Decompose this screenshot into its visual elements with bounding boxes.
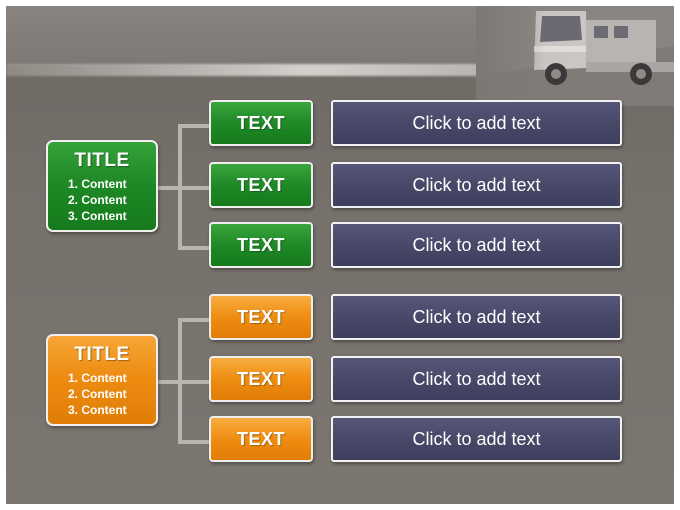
connector-line: [178, 186, 210, 190]
title-label: TITLE: [74, 150, 130, 171]
placeholder-textbox-6[interactable]: Click to add text: [331, 416, 622, 462]
content-list: 1. Content 2. Content 3. Content: [48, 176, 156, 224]
content-list: 1. Content 2. Content 3. Content: [48, 370, 156, 418]
content-item: 2. Content: [68, 387, 127, 401]
content-item: 1. Content: [68, 177, 127, 191]
content-item: 3. Content: [68, 403, 127, 417]
connector-line: [178, 318, 210, 322]
text-box-green-2[interactable]: TEXT: [209, 162, 313, 208]
title-box-green[interactable]: TITLE 1. Content 2. Content 3. Content: [46, 140, 158, 232]
text-box-green-3[interactable]: TEXT: [209, 222, 313, 268]
placeholder-textbox-3[interactable]: Click to add text: [331, 222, 622, 268]
connector-line: [178, 440, 210, 444]
placeholder-textbox-2[interactable]: Click to add text: [331, 162, 622, 208]
placeholder-textbox-1[interactable]: Click to add text: [331, 100, 622, 146]
content-item: 1. Content: [68, 371, 127, 385]
connector-line: [178, 380, 210, 384]
placeholder-textbox-4[interactable]: Click to add text: [331, 294, 622, 340]
truck-image: [476, 6, 674, 106]
connector-line: [152, 380, 180, 384]
title-box-orange[interactable]: TITLE 1. Content 2. Content 3. Content: [46, 334, 158, 426]
title-label: TITLE: [74, 344, 130, 365]
connector-line: [178, 124, 210, 128]
slide: TITLE 1. Content 2. Content 3. Content T…: [6, 6, 674, 504]
connector-line: [178, 246, 210, 250]
text-box-orange-3[interactable]: TEXT: [209, 416, 313, 462]
content-item: 2. Content: [68, 193, 127, 207]
text-box-orange-2[interactable]: TEXT: [209, 356, 313, 402]
placeholder-textbox-5[interactable]: Click to add text: [331, 356, 622, 402]
text-box-orange-1[interactable]: TEXT: [209, 294, 313, 340]
text-box-green-1[interactable]: TEXT: [209, 100, 313, 146]
content-item: 3. Content: [68, 209, 127, 223]
connector-line: [152, 186, 180, 190]
